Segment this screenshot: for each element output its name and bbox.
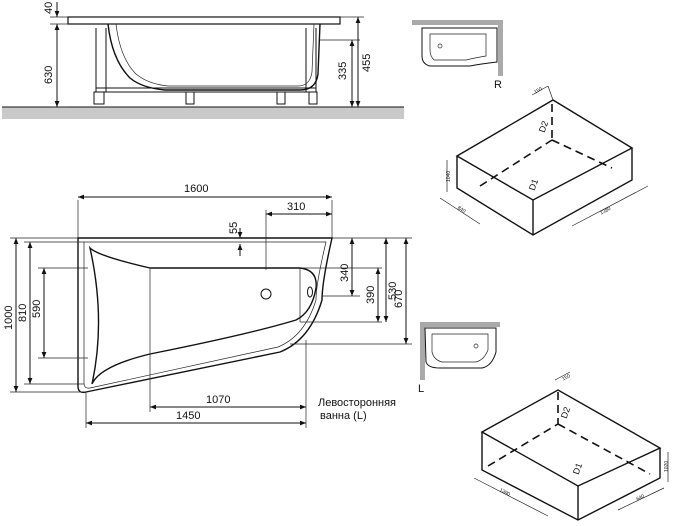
side-view: 40 630 335 455 bbox=[2, 2, 404, 119]
corner-icon-right: R bbox=[412, 20, 503, 91]
marker-d2-right: D2 bbox=[537, 120, 550, 134]
label-l: L bbox=[418, 383, 424, 395]
dim-height-630: 630 bbox=[43, 66, 55, 84]
box-l-side: 1020 bbox=[664, 461, 670, 472]
install-box-right: D2 D1 150 1040 840 1380 bbox=[439, 85, 649, 236]
marker-d2-left: D2 bbox=[559, 406, 572, 420]
dim-bottom-1070: 1070 bbox=[206, 394, 230, 406]
dim-depth-455: 455 bbox=[361, 54, 373, 72]
caption-line-1: Левосторонняя bbox=[318, 397, 396, 409]
top-view: 1600 310 55 1000 810 590 340 390 530 bbox=[3, 183, 412, 428]
floor-strip bbox=[2, 107, 404, 119]
tub-outline bbox=[77, 237, 333, 394]
dim-bottom-1450: 1450 bbox=[176, 410, 200, 422]
dim-width-590: 590 bbox=[31, 300, 43, 318]
box-r-top: 150 bbox=[533, 86, 543, 95]
box-r-front: 840 bbox=[456, 205, 466, 215]
dim-width-810: 810 bbox=[17, 304, 29, 322]
tub-basin bbox=[107, 23, 321, 91]
caption-line-2: ванна (L) bbox=[320, 410, 367, 422]
box-l-long: 1390 bbox=[498, 487, 511, 498]
dim-right-340: 340 bbox=[339, 264, 351, 282]
box-l-top: 150 bbox=[561, 373, 571, 382]
corner-icon-left: L bbox=[418, 322, 500, 395]
overflow-icon bbox=[307, 286, 313, 298]
install-box-left: D2 D1 150 1020 640 1390 bbox=[473, 371, 670, 521]
marker-d1-right: D1 bbox=[527, 178, 540, 192]
drain-icon bbox=[260, 288, 272, 300]
box-r-long: 1380 bbox=[599, 206, 612, 217]
dim-right-530: 530 bbox=[387, 282, 399, 300]
dim-depth-335: 335 bbox=[337, 62, 349, 80]
label-r: R bbox=[494, 79, 502, 91]
box-r-side: 1040 bbox=[446, 171, 452, 182]
marker-d1-left: D1 bbox=[571, 462, 584, 476]
dim-length-1600: 1600 bbox=[184, 183, 208, 195]
box-l-front: 640 bbox=[635, 493, 645, 502]
dim-rim-40: 40 bbox=[43, 2, 55, 14]
dim-tap-55: 55 bbox=[228, 222, 240, 234]
dim-right-670: 670 bbox=[393, 290, 405, 308]
tub-rim bbox=[67, 16, 341, 25]
dim-width-1000: 1000 bbox=[3, 306, 15, 330]
dim-from-right-310: 310 bbox=[287, 201, 305, 213]
dim-right-390: 390 bbox=[365, 286, 377, 304]
